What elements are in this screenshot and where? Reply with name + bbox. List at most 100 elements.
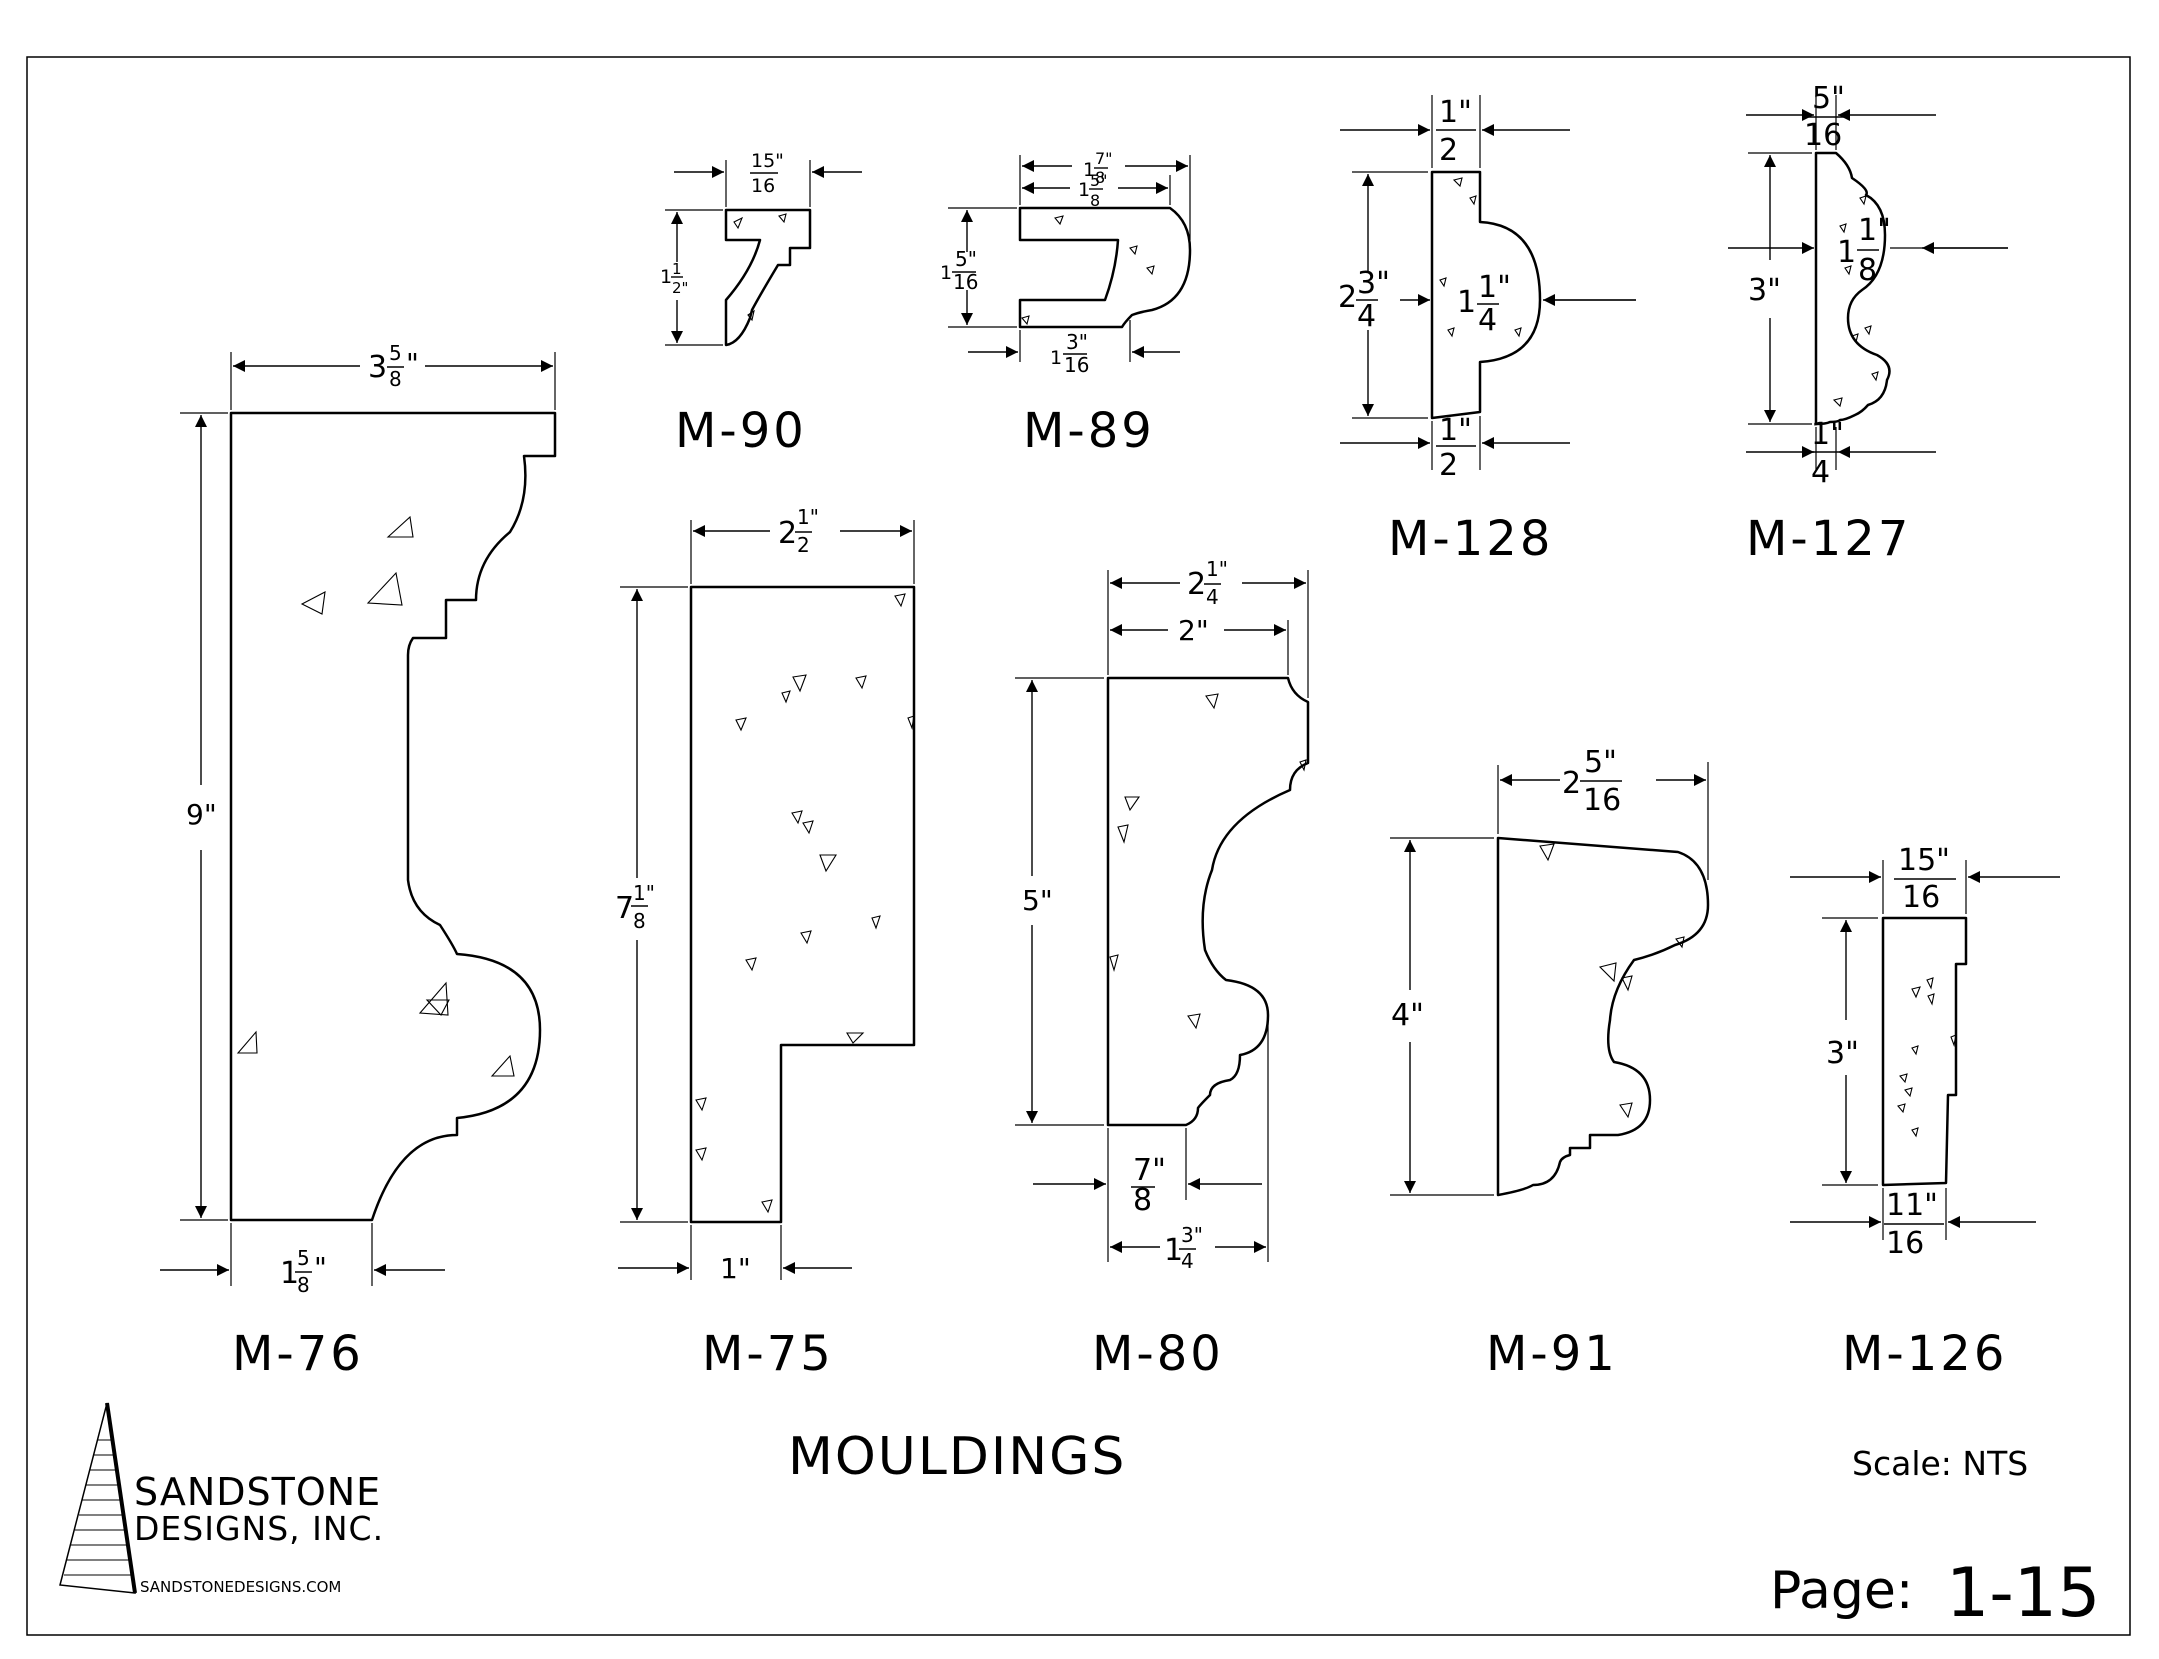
m80-base-overall-num: 3": [1181, 1223, 1203, 1247]
m127-proj-den: 8: [1858, 253, 1877, 288]
m80-base-num: 7": [1133, 1153, 1166, 1188]
m80-overall-num: 1": [1206, 557, 1228, 581]
sheet-title: MOULDINGS: [788, 1427, 1126, 1487]
m76-base-den: 8: [297, 1273, 310, 1297]
m127-top-num: 5": [1812, 81, 1845, 116]
moulding-m76: 3 5 8 " 9" 1 5 8 " M-76: [160, 341, 557, 1382]
m128-height-num: 3": [1357, 266, 1390, 301]
m89-inner-den: 8: [1090, 191, 1100, 210]
moulding-m75: 2 1" 2 7 1" 8 1" M-75: [615, 505, 916, 1382]
m75-height-den: 8: [633, 909, 646, 933]
m91-width-den: 16: [1583, 783, 1621, 818]
m76-label: M-76: [232, 1326, 364, 1382]
m127-top-den: 16: [1804, 118, 1842, 153]
m80-base-overall-whole: 1: [1164, 1233, 1183, 1268]
m126-label: M-126: [1842, 1326, 2007, 1382]
m127-proj-whole: 1: [1837, 235, 1856, 270]
m75-base: 1": [720, 1252, 751, 1285]
m89-overall-whole: 1: [1083, 159, 1095, 181]
moulding-m128: 1" 2 2 3" 4 1 1" 4 1" 2 M-128: [1338, 95, 1636, 567]
m90-height-num: 1: [672, 260, 682, 278]
moulding-m91: 2 5" 16 4" M-91: [1390, 745, 1710, 1382]
m75-height-whole: 7: [615, 891, 634, 926]
company-name-line1: SANDSTONE: [134, 1470, 381, 1514]
moulding-m90: 15" 16 1 1 2" M-90: [660, 150, 862, 459]
m127-height: 3": [1748, 273, 1781, 308]
m76-width-den: 8: [389, 367, 402, 391]
m128-top-num: 1": [1439, 95, 1472, 130]
m128-proj-whole: 1: [1457, 285, 1476, 320]
m76-base-num: 5: [297, 1246, 310, 1270]
moulding-m80: 2 1" 4 2" 5" 7" 8 1 3" 4 M-80: [1015, 557, 1310, 1382]
m80-base-den: 8: [1133, 1183, 1152, 1218]
m75-label: M-75: [702, 1326, 834, 1382]
m128-top-den: 2: [1439, 133, 1458, 168]
m89-height-whole: 1: [940, 262, 952, 284]
m76-base-whole: 1: [280, 1256, 299, 1291]
m128-label: M-128: [1388, 511, 1553, 567]
m89-base-den: 16: [1064, 353, 1089, 377]
m128-height-whole: 2: [1338, 280, 1357, 315]
m89-overall-den: 8: [1095, 168, 1105, 187]
m89-inner-num: 5": [1090, 171, 1108, 190]
m90-height-den: 2": [672, 279, 688, 297]
m126-bottom-den: 16: [1886, 1226, 1924, 1261]
m80-overall-whole: 2: [1187, 567, 1206, 602]
scale-note: Scale: NTS: [1852, 1444, 2028, 1483]
m76-width-num: 5: [389, 341, 402, 365]
company-name-line2: DESIGNS, INC.: [134, 1509, 384, 1548]
m128-bottom-den: 2: [1439, 448, 1458, 483]
m127-bottom-den: 4: [1811, 455, 1830, 490]
m127-profile: [1814, 151, 1891, 426]
m75-height-num: 1": [633, 881, 655, 905]
m90-profile: [724, 208, 812, 347]
m76-profile: [229, 411, 557, 1222]
m75-texture: [695, 593, 915, 1214]
m80-label: M-80: [1092, 1326, 1224, 1382]
m126-profile: [1881, 916, 1968, 1187]
moulding-m126: 15" 16 3" 11" 16 M-126: [1790, 843, 2060, 1382]
company-website: SANDSTONEDESIGNS.COM: [140, 1578, 341, 1596]
m91-width-whole: 2: [1562, 766, 1581, 801]
svg-text:": ": [314, 1251, 327, 1284]
m89-overall-num: 7": [1095, 149, 1113, 168]
m126-bottom-num: 11": [1886, 1188, 1938, 1223]
m89-profile: [1018, 206, 1192, 329]
company-logo: [59, 1402, 137, 1594]
m75-width-whole: 2: [778, 516, 797, 551]
svg-text:": ": [406, 347, 419, 380]
m91-profile: [1496, 836, 1710, 1197]
m90-width-num: 15": [751, 150, 784, 172]
m128-proj-den: 4: [1478, 303, 1497, 338]
m80-inner: 2": [1178, 614, 1209, 647]
m127-bottom-num: 1": [1811, 417, 1844, 452]
m89-base-whole: 1: [1050, 347, 1062, 369]
page-number: 1-15: [1946, 1554, 2100, 1633]
m76-width-whole: 3: [368, 350, 387, 385]
title-block: SANDSTONE DESIGNS, INC. SANDSTONEDESIGNS…: [59, 1402, 2100, 1633]
m126-height: 3": [1826, 1036, 1859, 1071]
m89-height-num: 5": [955, 247, 977, 271]
m90-width-den: 16: [751, 175, 775, 197]
m128-height-den: 4: [1357, 299, 1376, 334]
m90-label: M-90: [675, 403, 807, 459]
moulding-m89: 1 7" 8 1 5" 8 1 5" 16 1 3" 16 M-89: [940, 149, 1192, 459]
m80-base-overall-den: 4: [1181, 1249, 1194, 1273]
m128-proj-num: 1": [1478, 270, 1511, 305]
m89-base-num: 3": [1066, 330, 1088, 354]
m126-top-num: 15": [1898, 843, 1950, 878]
m89-inner-whole: 1: [1078, 179, 1090, 201]
m128-bottom-num: 1": [1439, 413, 1472, 448]
m76-height: 9": [186, 798, 217, 831]
moulding-m127: 5" 16 3" 1 1" 8 1" 4 M-127: [1728, 81, 2008, 567]
m80-overall-den: 4: [1206, 585, 1219, 609]
m90-height-whole: 1: [660, 266, 672, 288]
m80-profile: [1106, 676, 1310, 1127]
m128-profile: [1430, 170, 1542, 420]
m76-texture: [236, 515, 515, 1077]
m91-label: M-91: [1486, 1326, 1618, 1382]
m75-width-den: 2: [797, 533, 810, 557]
sheet-border: [26, 56, 2131, 1636]
m127-label: M-127: [1746, 511, 1911, 567]
